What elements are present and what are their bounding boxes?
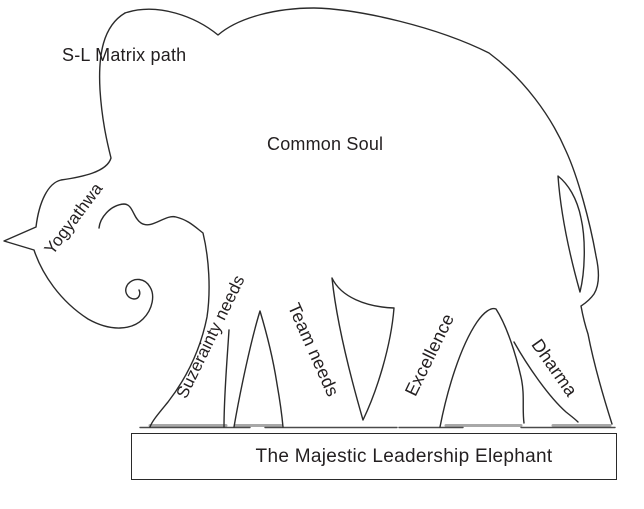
middle-blade-leg-path: [331, 277, 395, 421]
second-leg-path: [233, 310, 284, 428]
back-and-rear-path: [124, 7, 613, 425]
label-sl-matrix-path: S-L Matrix path: [62, 45, 187, 65]
head-tusk-trunk-path: [3, 12, 154, 329]
tail-path: [557, 175, 585, 293]
rear-leg-front-edge-path: [513, 341, 579, 423]
ear-and-front-leg-path: [98, 203, 210, 428]
front-leg-back-edge-path: [223, 329, 230, 428]
hind-leg-path: [439, 307, 525, 428]
label-common-soul: Common Soul: [267, 134, 384, 154]
caption-text: The Majestic Leadership Elephant: [255, 445, 553, 467]
caption-box: The Majestic Leadership Elephant: [131, 433, 617, 480]
